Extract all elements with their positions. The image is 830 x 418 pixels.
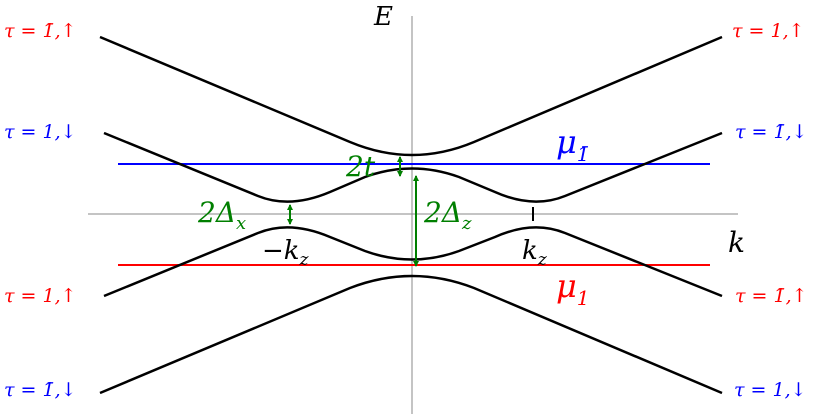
- mu-bar1-label: μ1̄: [556, 123, 590, 166]
- band-inner-lower: [103, 226, 723, 298]
- momentum-axis-label: k: [728, 226, 745, 259]
- gap-label-2delta-x: 2Δx: [197, 196, 246, 234]
- neg-kz-label: −kz: [262, 236, 310, 270]
- band-label-left-3: τ = 1,↑: [4, 285, 77, 307]
- band-label-left-4: τ = 1̄,↓: [4, 379, 77, 401]
- band-label-left-2: τ = 1,↓: [4, 121, 77, 143]
- pos-kz-label: kz: [522, 236, 548, 270]
- mu-1-label: μ1: [556, 267, 590, 310]
- band-outer-upper: [99, 35, 723, 157]
- band-label-right-4: τ = 1,↓: [734, 379, 807, 401]
- band-inner-upper: [103, 131, 723, 203]
- band-label-right-1: τ = 1,↑: [732, 20, 805, 42]
- band-label-left-1: τ = 1̄,↑: [4, 20, 77, 42]
- band-label-right-3: τ = 1̄,↑: [735, 285, 808, 307]
- band-label-right-2: τ = 1̄,↓: [735, 121, 808, 143]
- band-outer-lower: [99, 274, 723, 395]
- energy-axis-label: E: [373, 2, 393, 32]
- gap-label-2delta-z: 2Δz: [423, 196, 472, 234]
- gap-label-2t: 2t: [345, 150, 376, 183]
